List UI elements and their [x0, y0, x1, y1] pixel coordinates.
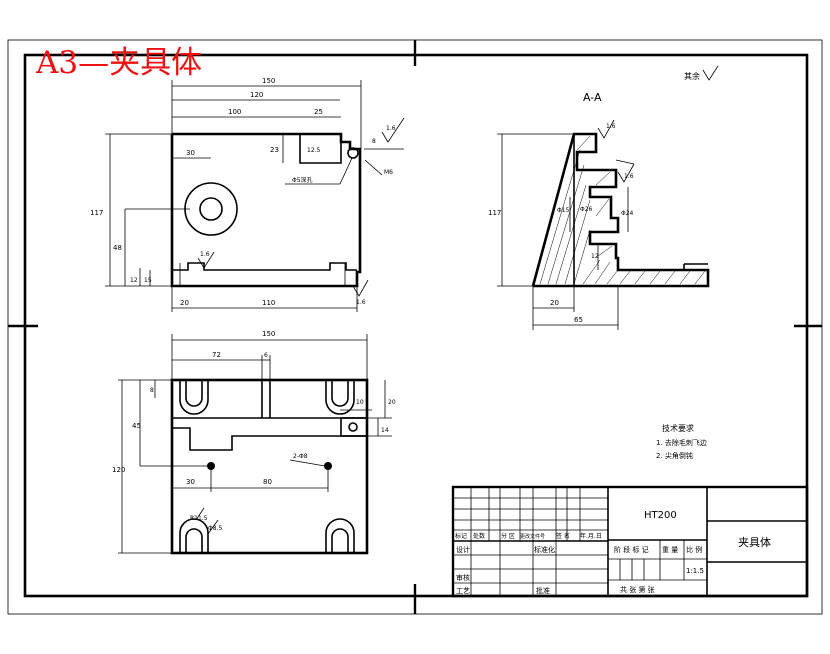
front-roughness-3: 1.6 — [386, 125, 396, 132]
section-hatch — [539, 135, 706, 285]
section-roughness-2: 1.6 — [624, 173, 634, 180]
drawing-frame — [23, 53, 809, 598]
top-dim-10: 10 — [356, 399, 364, 406]
weight-label: 重 量 — [662, 546, 678, 554]
front-dim-23: 23 — [270, 146, 279, 154]
top-dim-2-d8: 2-Φ8 — [293, 453, 308, 460]
front-dim-120: 120 — [250, 91, 263, 99]
top-dim-d8-5: Φ8.5 — [208, 525, 222, 532]
front-dim-8: 8 — [372, 138, 376, 145]
top-dim-6: 6 — [264, 352, 268, 359]
top-dim-72: 72 — [212, 351, 221, 359]
role-check: 审核 — [456, 573, 470, 582]
centering-marks — [8, 40, 822, 614]
front-roughness-2: 1.6 — [356, 299, 366, 306]
front-dim-15: 15 — [144, 277, 152, 284]
front-hole-note: Φ5深孔 — [292, 176, 313, 184]
material-label: HT200 — [644, 510, 677, 521]
top-dim-80: 80 — [263, 478, 272, 486]
section-dim-d24: Φ24 — [621, 210, 634, 217]
front-dim-25: 25 — [314, 108, 323, 116]
section-dim-117: 117 — [488, 209, 501, 217]
rev-header-date: 年.月.日 — [580, 532, 602, 540]
standardization-label: 标准化 — [534, 545, 555, 554]
surface-note: 其余 — [684, 71, 700, 81]
front-dim-117: 117 — [90, 209, 103, 217]
title-block: 标记 处数 分 区 更改文件号 签 名 年.月.日 设计 标准化 审核 工艺 批… — [451, 485, 809, 598]
general-roughness: 其余 — [684, 65, 719, 81]
section-dim-65: 65 — [574, 316, 583, 324]
top-dim-120: 120 — [112, 466, 125, 474]
section-dim-d15: Φ15 — [557, 207, 570, 214]
top-dim-14: 14 — [381, 427, 389, 434]
top-dim-r11-5: R11.5 — [190, 515, 208, 522]
section-view: A-A — [488, 91, 710, 330]
top-dim-20: 20 — [388, 399, 396, 406]
role-design: 设计 — [456, 545, 470, 554]
rev-header-count: 处数 — [473, 532, 485, 540]
scale-value: 1:1.5 — [686, 567, 704, 575]
front-dim-100: 100 — [228, 108, 241, 116]
top-dim-150: 150 — [262, 330, 275, 338]
role-process: 工艺 — [456, 587, 470, 595]
rev-header-sign: 签 名 — [556, 532, 570, 540]
rev-header-mark: 标记 — [455, 532, 467, 540]
stage-label: 阶 段 标 记 — [614, 545, 649, 554]
front-dim-12: 12 — [130, 277, 138, 284]
front-roughness-1: 1.6 — [200, 251, 210, 258]
front-view: 150 120 100 25 30 23 12.5 8 117 48 12 15… — [90, 77, 405, 312]
notes-heading: 技术要求 — [662, 423, 694, 433]
technical-notes: 技术要求 1. 去除毛刺飞边 2. 尖角倒钝 — [656, 423, 707, 460]
front-dim-12-5: 12.5 — [307, 147, 321, 154]
front-dim-150: 150 — [262, 77, 275, 85]
scale-label: 比 例 — [686, 545, 702, 554]
sheets-label: 共 张 第 张 — [620, 585, 655, 594]
section-label: A-A — [583, 91, 602, 104]
top-dim-45: 45 — [132, 422, 141, 430]
front-dim-30: 30 — [186, 149, 195, 157]
top-dim-30: 30 — [186, 478, 195, 486]
rev-header-zone: 分 区 — [501, 532, 515, 540]
section-roughness-1: 1.6 — [606, 123, 616, 130]
front-dim-20: 20 — [180, 299, 189, 307]
section-dim-12: 12 — [591, 253, 599, 260]
section-dim-d26: Φ26 — [580, 206, 593, 213]
notes-item-1: 1. 去除毛刺飞边 — [656, 438, 707, 447]
title-stamp: A3—夹具体 — [35, 45, 202, 81]
notes-item-2: 2. 尖角倒钝 — [656, 451, 693, 460]
front-chamfer-note: M6 — [384, 169, 393, 176]
top-dim-8: 8 — [150, 387, 154, 394]
top-view: 150 72 6 8 45 120 30 80 2-Φ8 10 20 14 R1… — [112, 330, 396, 555]
section-dim-20: 20 — [550, 299, 559, 307]
part-name: 夹具体 — [738, 535, 771, 549]
rev-header-docno: 更改文件号 — [520, 533, 545, 540]
front-dim-110: 110 — [262, 299, 275, 307]
trim-border — [7, 39, 823, 615]
front-dim-48: 48 — [113, 244, 122, 252]
approve-label: 批准 — [536, 586, 550, 595]
